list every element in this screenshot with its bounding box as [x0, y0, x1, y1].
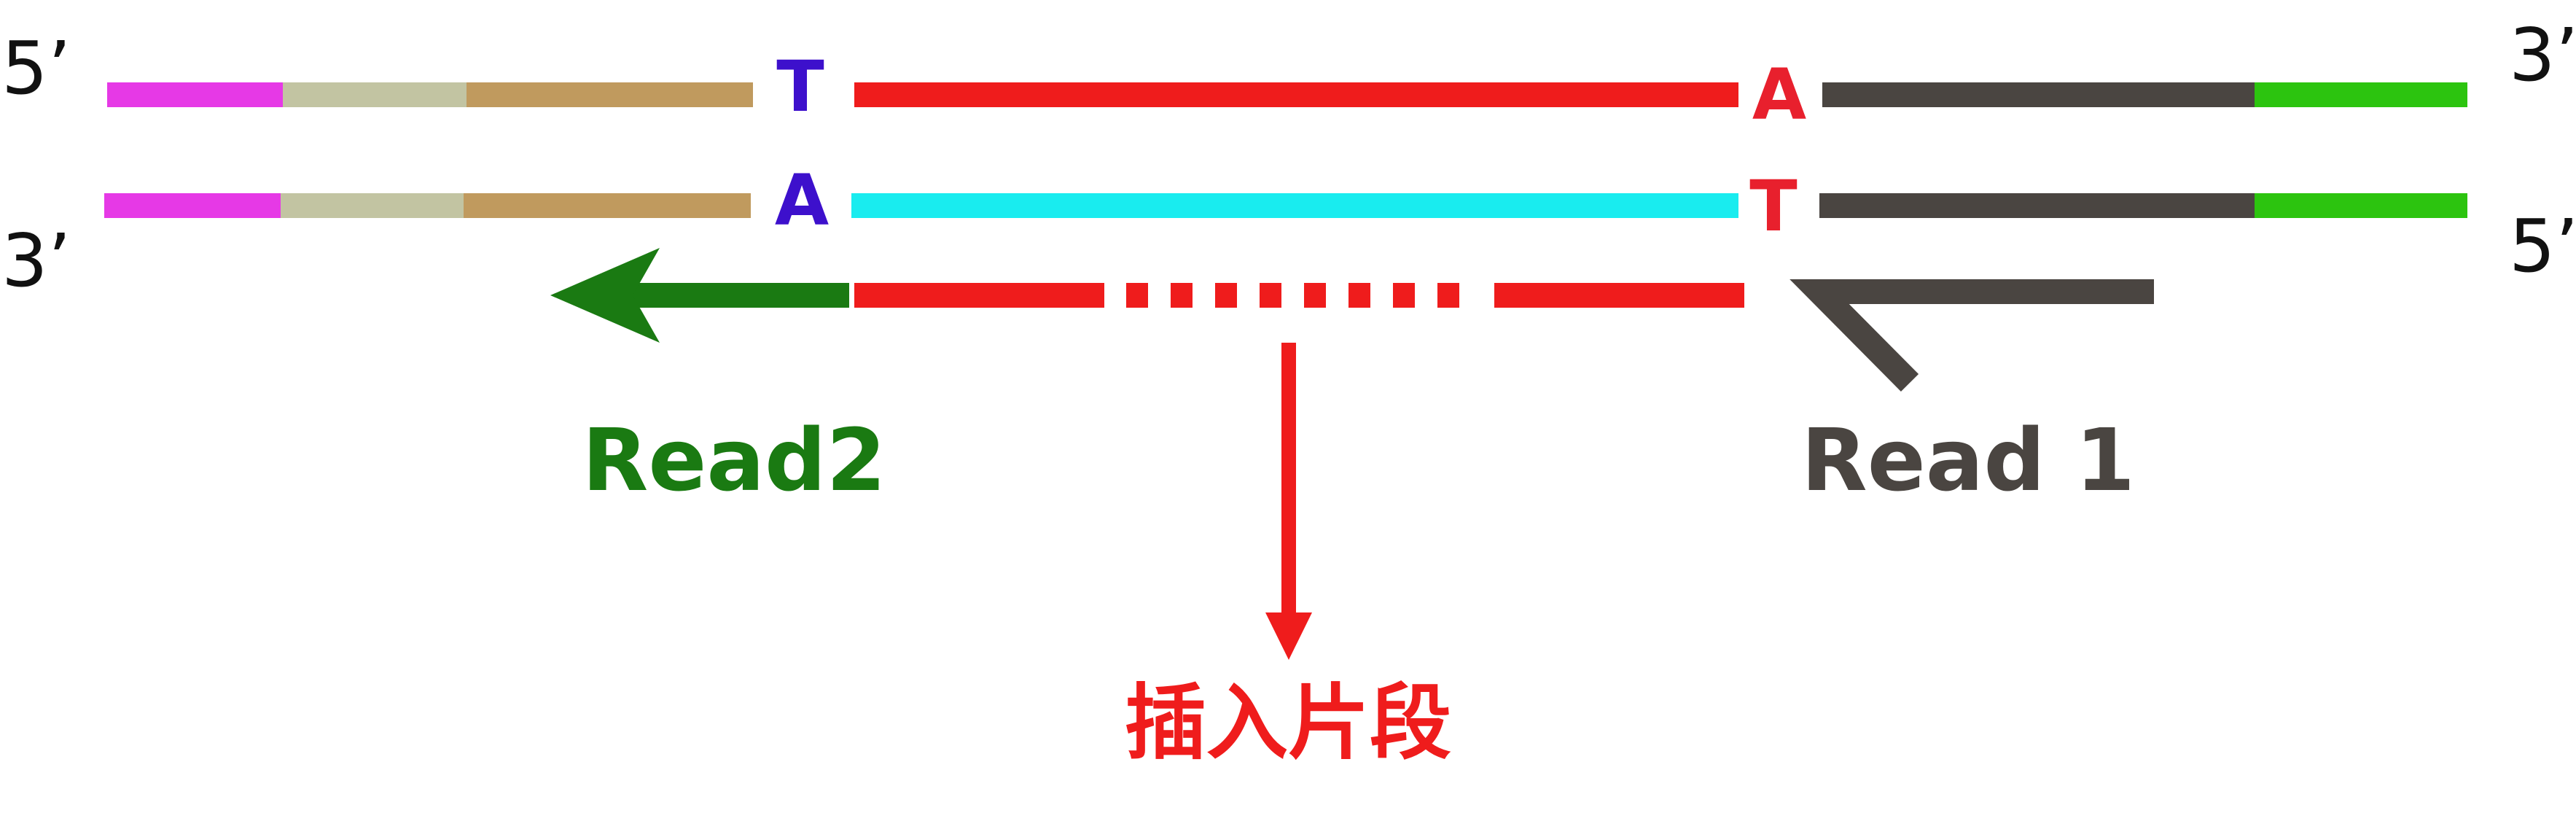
base-bottom-right: T: [1749, 166, 1797, 247]
read1-label: Read 1: [1801, 410, 2135, 510]
read1-primer: [1789, 279, 2154, 392]
base-top-right: A: [1752, 54, 1806, 136]
end-label-bottom-left: 3’: [1, 218, 71, 303]
insert-fragment-label: 插入片段: [1125, 676, 1451, 771]
read2-arrowhead: [550, 248, 660, 343]
read2-arrow: [550, 248, 849, 343]
end-label-top-left: 5’: [1, 26, 71, 111]
insert-pointer-arrow: [1265, 343, 1312, 660]
end-label-top-right: 3’: [2509, 12, 2576, 98]
read1-hook: [1789, 279, 2154, 392]
insert-pointer-head: [1265, 612, 1312, 660]
base-top-left: T: [776, 46, 824, 128]
end-label-bottom-right: 5’: [2509, 203, 2576, 289]
read2-label: Read2: [582, 410, 886, 510]
base-bottom-left: A: [775, 160, 829, 241]
